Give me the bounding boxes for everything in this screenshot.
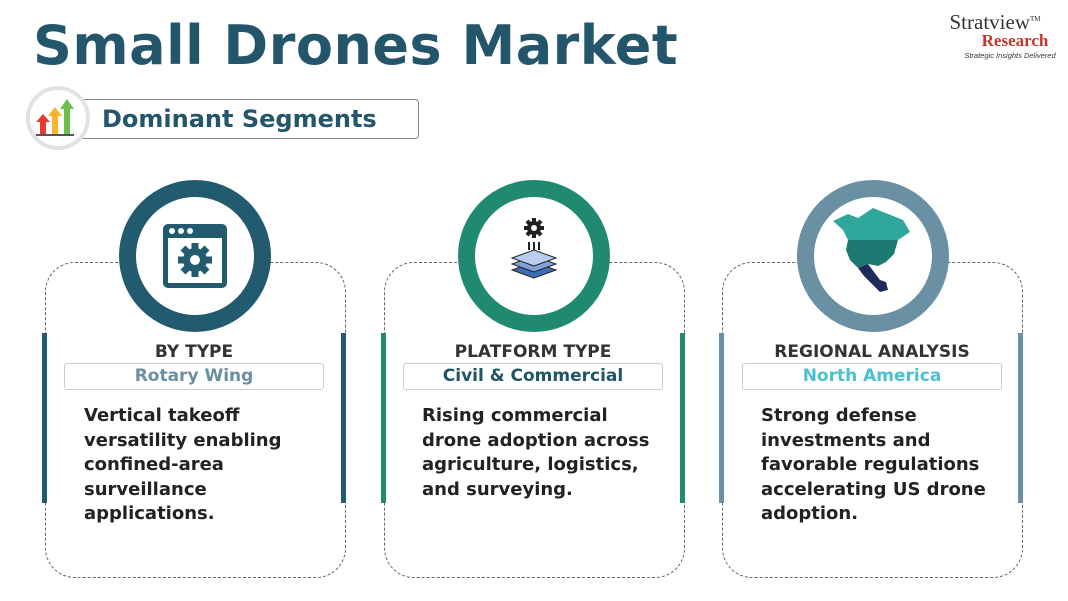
card-value: Rotary Wing (64, 363, 324, 390)
card-heading: REGIONAL ANALYSIS (774, 342, 970, 362)
card-description: Vertical takeoff versatility enabling co… (84, 405, 282, 524)
card-heading: PLATFORM TYPE (454, 342, 612, 362)
card-accent-bar (719, 333, 724, 503)
card-accent-bar (381, 333, 386, 503)
layers-gear-icon (458, 180, 610, 332)
card-description: Strong defense investments and favorable… (761, 405, 986, 524)
stratview-logo: StratviewTM Research Strategic Insights … (930, 10, 1060, 60)
card-value: Civil & Commercial (403, 363, 663, 390)
settings-window-icon (119, 180, 271, 332)
card-value: North America (742, 363, 1002, 390)
card-accent-bar (341, 333, 346, 503)
card-accent-bar (680, 333, 685, 503)
card-accent-bar (1018, 333, 1023, 503)
page-title: Small Drones Market (33, 14, 679, 77)
card-description: Rising commercial drone adoption across … (422, 405, 650, 500)
north-america-map-icon (797, 180, 949, 332)
logo-tm: TM (1029, 15, 1041, 23)
logo-name: Stratview (949, 10, 1030, 34)
card-accent-bar (42, 333, 47, 503)
growth-arrows-icon (26, 86, 90, 150)
section-heading: Dominant Segments (62, 99, 419, 139)
card-heading: BY TYPE (154, 342, 234, 362)
logo-sub: Research (981, 31, 1049, 50)
logo-tagline: Strategic Insights Delivered (964, 51, 1056, 60)
